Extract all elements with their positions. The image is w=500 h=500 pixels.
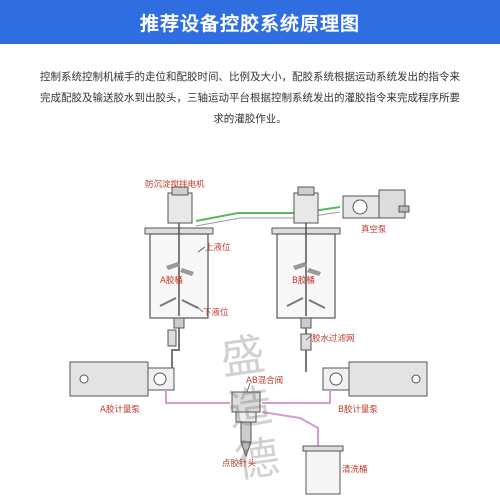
label-needle: 点胶针头 bbox=[222, 458, 257, 469]
label-tank-a: A胶桶 bbox=[160, 275, 183, 286]
pump-a bbox=[69, 361, 175, 397]
intro-paragraph: 控制系统控制机械手的走位和配胶时间、比例及大小，配胶系统根据运动系统发出的指令来… bbox=[40, 71, 460, 125]
label-vacuum-pump: 真空泵 bbox=[361, 224, 387, 235]
vacuum-line-green bbox=[195, 206, 341, 222]
pump-b bbox=[322, 361, 428, 397]
label-filter: 胶水过滤网 bbox=[312, 333, 355, 344]
page-title: 推荐设备控胶系统原理图 bbox=[139, 12, 360, 35]
tank-a-outlet-line bbox=[171, 328, 180, 372]
label-pump-a: A胶计量泵 bbox=[100, 404, 140, 415]
pipe-b-to-valve bbox=[262, 390, 331, 404]
pipe-to-cleaning bbox=[261, 411, 319, 450]
label-lower-level: 下液位 bbox=[203, 307, 229, 318]
label-upper-level: 上液位 bbox=[205, 242, 231, 253]
cleaning-bucket bbox=[302, 445, 344, 495]
label-cleaning-bucket: 清洗桶 bbox=[342, 464, 368, 475]
label-mixing-valve: AB混合阀 bbox=[246, 375, 283, 386]
vacuum-pump bbox=[342, 189, 410, 219]
pipe-a-to-valve bbox=[165, 390, 230, 404]
page-header: 推荐设备控胶系统原理图 bbox=[0, 0, 500, 44]
mixing-valve bbox=[231, 391, 261, 458]
system-diagram: 防沉淀搅拌电机 真空泵 上液位 下液位 A胶桶 B胶桶 胶水过滤网 AB混合阀 … bbox=[69, 179, 428, 495]
label-tank-b: B胶桶 bbox=[292, 275, 315, 286]
tank-b bbox=[271, 186, 341, 329]
label-pump-b: B胶计量泵 bbox=[338, 404, 378, 415]
tank-a bbox=[144, 186, 214, 329]
vacuum-line-gray bbox=[195, 211, 341, 227]
label-mixer-motor: 防沉淀搅拌电机 bbox=[145, 179, 205, 190]
